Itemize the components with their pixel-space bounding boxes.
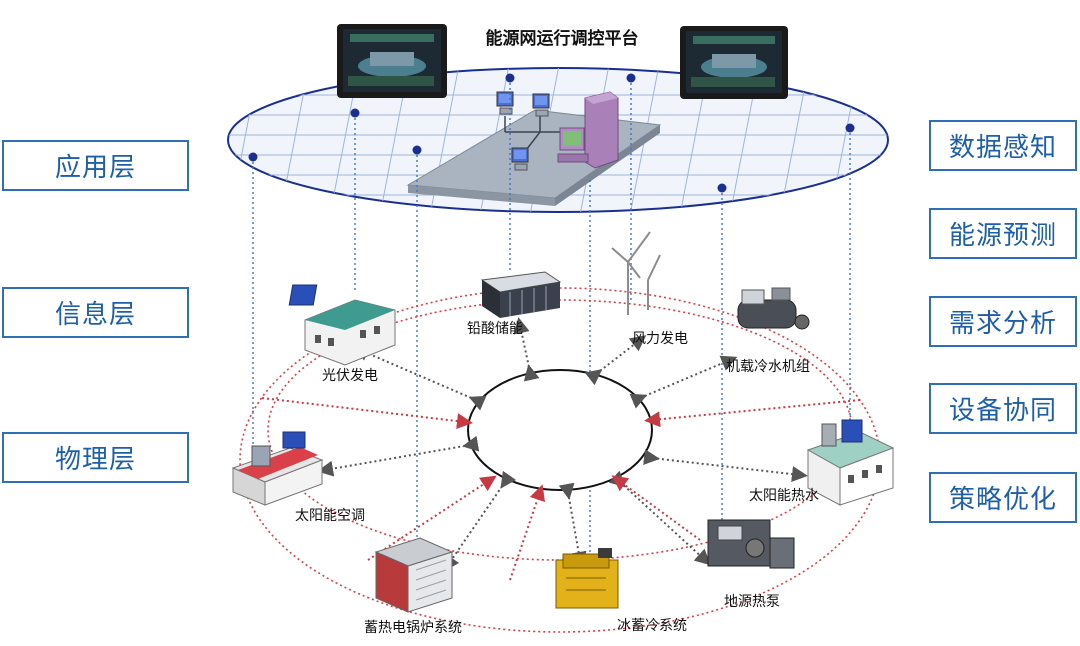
chiller-icon [737,287,810,330]
ice-storage-icon [555,548,619,609]
label-lead-acid: 铅酸储能 [467,321,523,337]
electric-boiler-icon [374,537,454,613]
function-box-demand-analysis: 需求分析 [929,296,1077,347]
energy-arrows [261,397,861,581]
label-solar-water: 太阳能热水 [749,488,819,504]
label-chiller: 机载冷水机组 [726,359,810,375]
layer-box-physical: 物理层 [2,432,189,483]
computer-icon [511,147,529,171]
solar-water-building-icon [806,419,895,506]
wind-turbine-icon [611,231,661,315]
solar-ac-icon [231,431,324,506]
platform-title: 能源网运行调控平台 [486,28,639,49]
layer-box-information: 信息层 [2,287,189,338]
heat-pump-icon [707,519,795,569]
computer-icon [532,93,550,117]
pv-building-icon [288,284,396,366]
computer-icon [496,91,514,115]
function-box-energy-forecast: 能源预测 [929,208,1077,259]
label-heat-pump: 地源热泵 [724,594,780,610]
label-pv: 光伏发电 [322,368,378,384]
dashboard-monitor-left [337,24,447,98]
function-box-data-sensing: 数据感知 [929,120,1077,171]
dashboard-monitor-right [680,26,788,99]
label-boiler: 蓄热电锅炉系统 [364,620,462,636]
battery-rack-icon [480,271,562,318]
function-box-strategy-optimization: 策略优化 [929,472,1077,523]
label-solar-ac: 太阳能空调 [295,508,365,524]
link-nodes [248,73,855,193]
central-hub [467,369,653,491]
label-wind: 风力发电 [632,331,688,347]
server-icon [557,91,619,169]
label-ice: 冰蓄冷系统 [617,618,687,634]
layer-box-application: 应用层 [2,140,189,191]
function-box-device-coordination: 设备协同 [929,383,1077,434]
hub-arrows [317,317,808,572]
